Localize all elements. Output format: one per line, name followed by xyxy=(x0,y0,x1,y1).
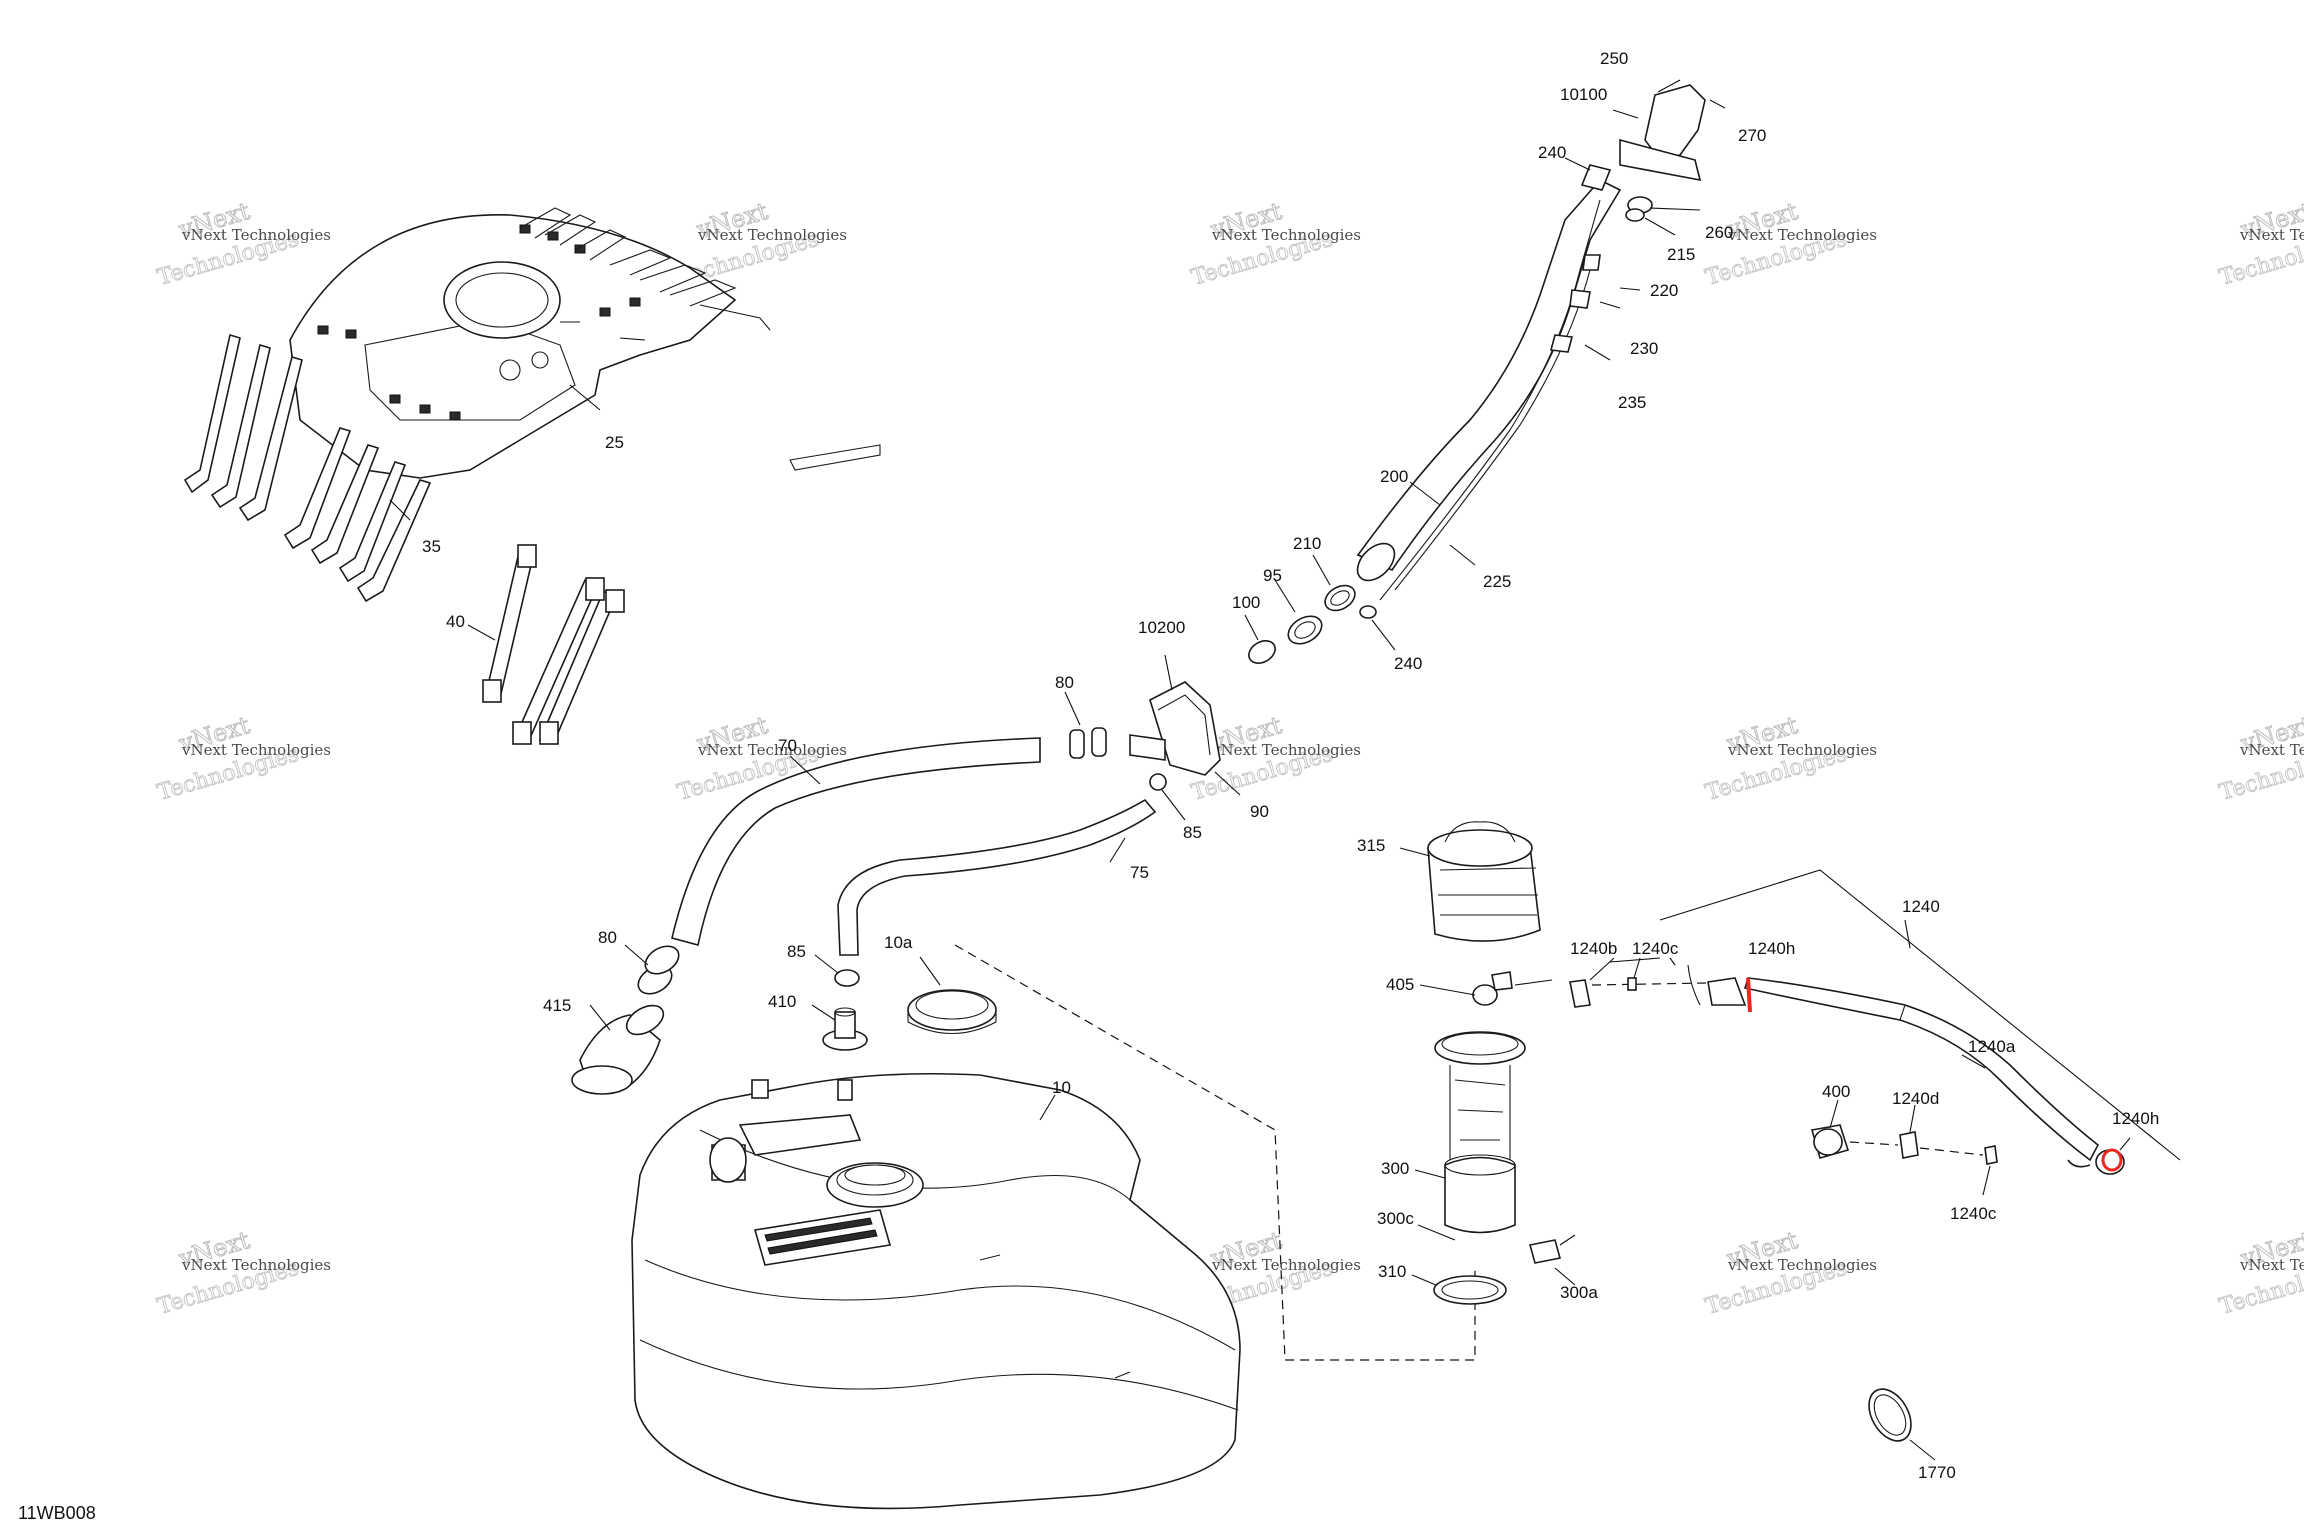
part-straps xyxy=(183,333,432,603)
label-220: 220 xyxy=(1650,281,1678,300)
label-415: 415 xyxy=(543,996,571,1015)
label-410: 410 xyxy=(768,992,796,1011)
part-gasket-310 xyxy=(1411,1274,1507,1305)
svg-text:vNext Technologies: vNext Technologies xyxy=(1211,741,1361,759)
label-405: 405 xyxy=(1386,975,1414,994)
part-valve-housing xyxy=(1064,654,1241,821)
part-elbow-415 xyxy=(571,944,680,1095)
label-90: 90 xyxy=(1250,802,1269,821)
assembly-dashed-line xyxy=(954,944,1476,1361)
label-40: 40 xyxy=(446,612,465,631)
label-210: 210 xyxy=(1293,534,1321,553)
svg-text:vNext Technologies: vNext Technologies xyxy=(1727,226,1877,244)
label-300: 300 xyxy=(1381,1159,1409,1178)
watermark-r1c4: vNext Technologies vNext Technologies xyxy=(1702,196,1877,291)
part-valve-410 xyxy=(811,954,868,1051)
part-fuel-line-1240 xyxy=(1514,869,2181,1175)
label-260: 260 xyxy=(1705,223,1733,242)
watermark-r3c4: vNext Technologies vNext Technologies xyxy=(1702,1225,1877,1320)
svg-text:vNext Technologies: vNext Technologies xyxy=(2239,741,2304,759)
label-85-top: 85 xyxy=(1183,823,1202,842)
label-70: 70 xyxy=(778,736,797,755)
label-75: 75 xyxy=(1130,863,1149,882)
label-80-bottom: 80 xyxy=(598,928,617,947)
highlight-1240h-top xyxy=(1746,977,1752,1013)
part-filler-cap xyxy=(1549,79,1726,361)
watermark-r2c5: vNext Technologies vNext Technologies xyxy=(2216,710,2304,806)
label-10100: 10100 xyxy=(1560,85,1607,104)
label-35: 35 xyxy=(422,537,441,556)
label-1240c-top: 1240c xyxy=(1632,939,1679,958)
label-250: 250 xyxy=(1600,49,1628,68)
label-1240h-right: 1240h xyxy=(2112,1109,2159,1128)
svg-text:vNext Technologies: vNext Technologies xyxy=(181,741,331,759)
highlight-1240h-right xyxy=(2101,1148,2123,1172)
label-310: 310 xyxy=(1378,1262,1406,1281)
svg-text:vNext Technologies: vNext Technologies xyxy=(181,1256,331,1274)
svg-text:vNext Technologies: vNext Technologies xyxy=(1727,741,1877,759)
label-300a: 300a xyxy=(1560,1283,1598,1302)
svg-text:vNext Technologies: vNext Technologies xyxy=(2239,226,2304,244)
label-100: 100 xyxy=(1232,593,1260,612)
label-25: 25 xyxy=(605,433,624,452)
watermark-r1c1: vNext Technologies vNext Technologies xyxy=(154,196,331,291)
part-valve-400 xyxy=(1810,1099,1998,1196)
label-300c: 300c xyxy=(1377,1209,1414,1228)
label-400: 400 xyxy=(1822,1082,1850,1101)
part-skid-plate xyxy=(289,207,881,479)
part-clamp-1770 xyxy=(1868,1388,1936,1461)
label-1240: 1240 xyxy=(1902,897,1940,916)
svg-text:vNext Technologies: vNext Technologies xyxy=(697,741,847,759)
watermark-r3c5: vNext Technologies vNext Technologies xyxy=(2216,1225,2304,1320)
part-lock-ring-10a xyxy=(907,956,997,1035)
watermark-r1c5: vNext Technologies vNext Technologies xyxy=(2216,196,2304,291)
label-1240a: 1240a xyxy=(1968,1037,2016,1056)
svg-text:vNext Technologies: vNext Technologies xyxy=(1727,1256,1877,1274)
label-240-top: 240 xyxy=(1538,143,1566,162)
watermark-r2c4: vNext Technologies vNext Technologies xyxy=(1702,710,1877,806)
svg-text:vNext Technologies: vNext Technologies xyxy=(2239,1256,2304,1274)
label-85-bottom: 85 xyxy=(787,942,806,961)
part-hose-70 xyxy=(671,737,1041,946)
svg-text:vNext Technologies: vNext Technologies xyxy=(697,226,847,244)
label-240-mid: 240 xyxy=(1394,654,1422,673)
part-fuel-pump-300 xyxy=(1414,1031,1576,1286)
svg-text:vNext Technologies: vNext Technologies xyxy=(1211,1256,1361,1274)
part-straps-short xyxy=(467,544,625,745)
watermark-r1c3: vNext Technologies vNext Technologies xyxy=(1188,196,1361,291)
part-filler-neck xyxy=(1356,179,1641,601)
label-10200: 10200 xyxy=(1138,618,1185,637)
part-fitting-405 xyxy=(1419,971,1513,1006)
label-1770: 1770 xyxy=(1918,1463,1956,1482)
label-10: 10 xyxy=(1052,1078,1071,1097)
label-270: 270 xyxy=(1738,126,1766,145)
label-1240b: 1240b xyxy=(1570,939,1617,958)
label-215: 215 xyxy=(1667,245,1695,264)
label-1240d: 1240d xyxy=(1892,1089,1939,1108)
label-1240h-top: 1240h xyxy=(1748,939,1795,958)
label-235: 235 xyxy=(1618,393,1646,412)
watermark-r2c1: vNext Technologies vNext Technologies xyxy=(154,710,331,806)
label-1240c-bottom: 1240c xyxy=(1950,1204,1997,1223)
label-230: 230 xyxy=(1630,339,1658,358)
watermark-r3c1: vNext Technologies vNext Technologies xyxy=(154,1225,331,1320)
label-315: 315 xyxy=(1357,836,1385,855)
drawing-code: 11WB008 xyxy=(18,1503,96,1523)
part-filter-315 xyxy=(1399,821,1541,942)
svg-text:vNext Technologies: vNext Technologies xyxy=(181,226,331,244)
label-80-top: 80 xyxy=(1055,673,1074,692)
label-225: 225 xyxy=(1483,572,1511,591)
label-95: 95 xyxy=(1263,566,1282,585)
part-clamps-upper xyxy=(1244,554,1396,664)
part-hose-75 xyxy=(837,798,1157,956)
part-fuel-tank xyxy=(631,1072,1241,1510)
label-10a: 10a xyxy=(884,933,913,952)
label-200: 200 xyxy=(1380,467,1408,486)
svg-text:vNext Technologies: vNext Technologies xyxy=(1211,226,1361,244)
